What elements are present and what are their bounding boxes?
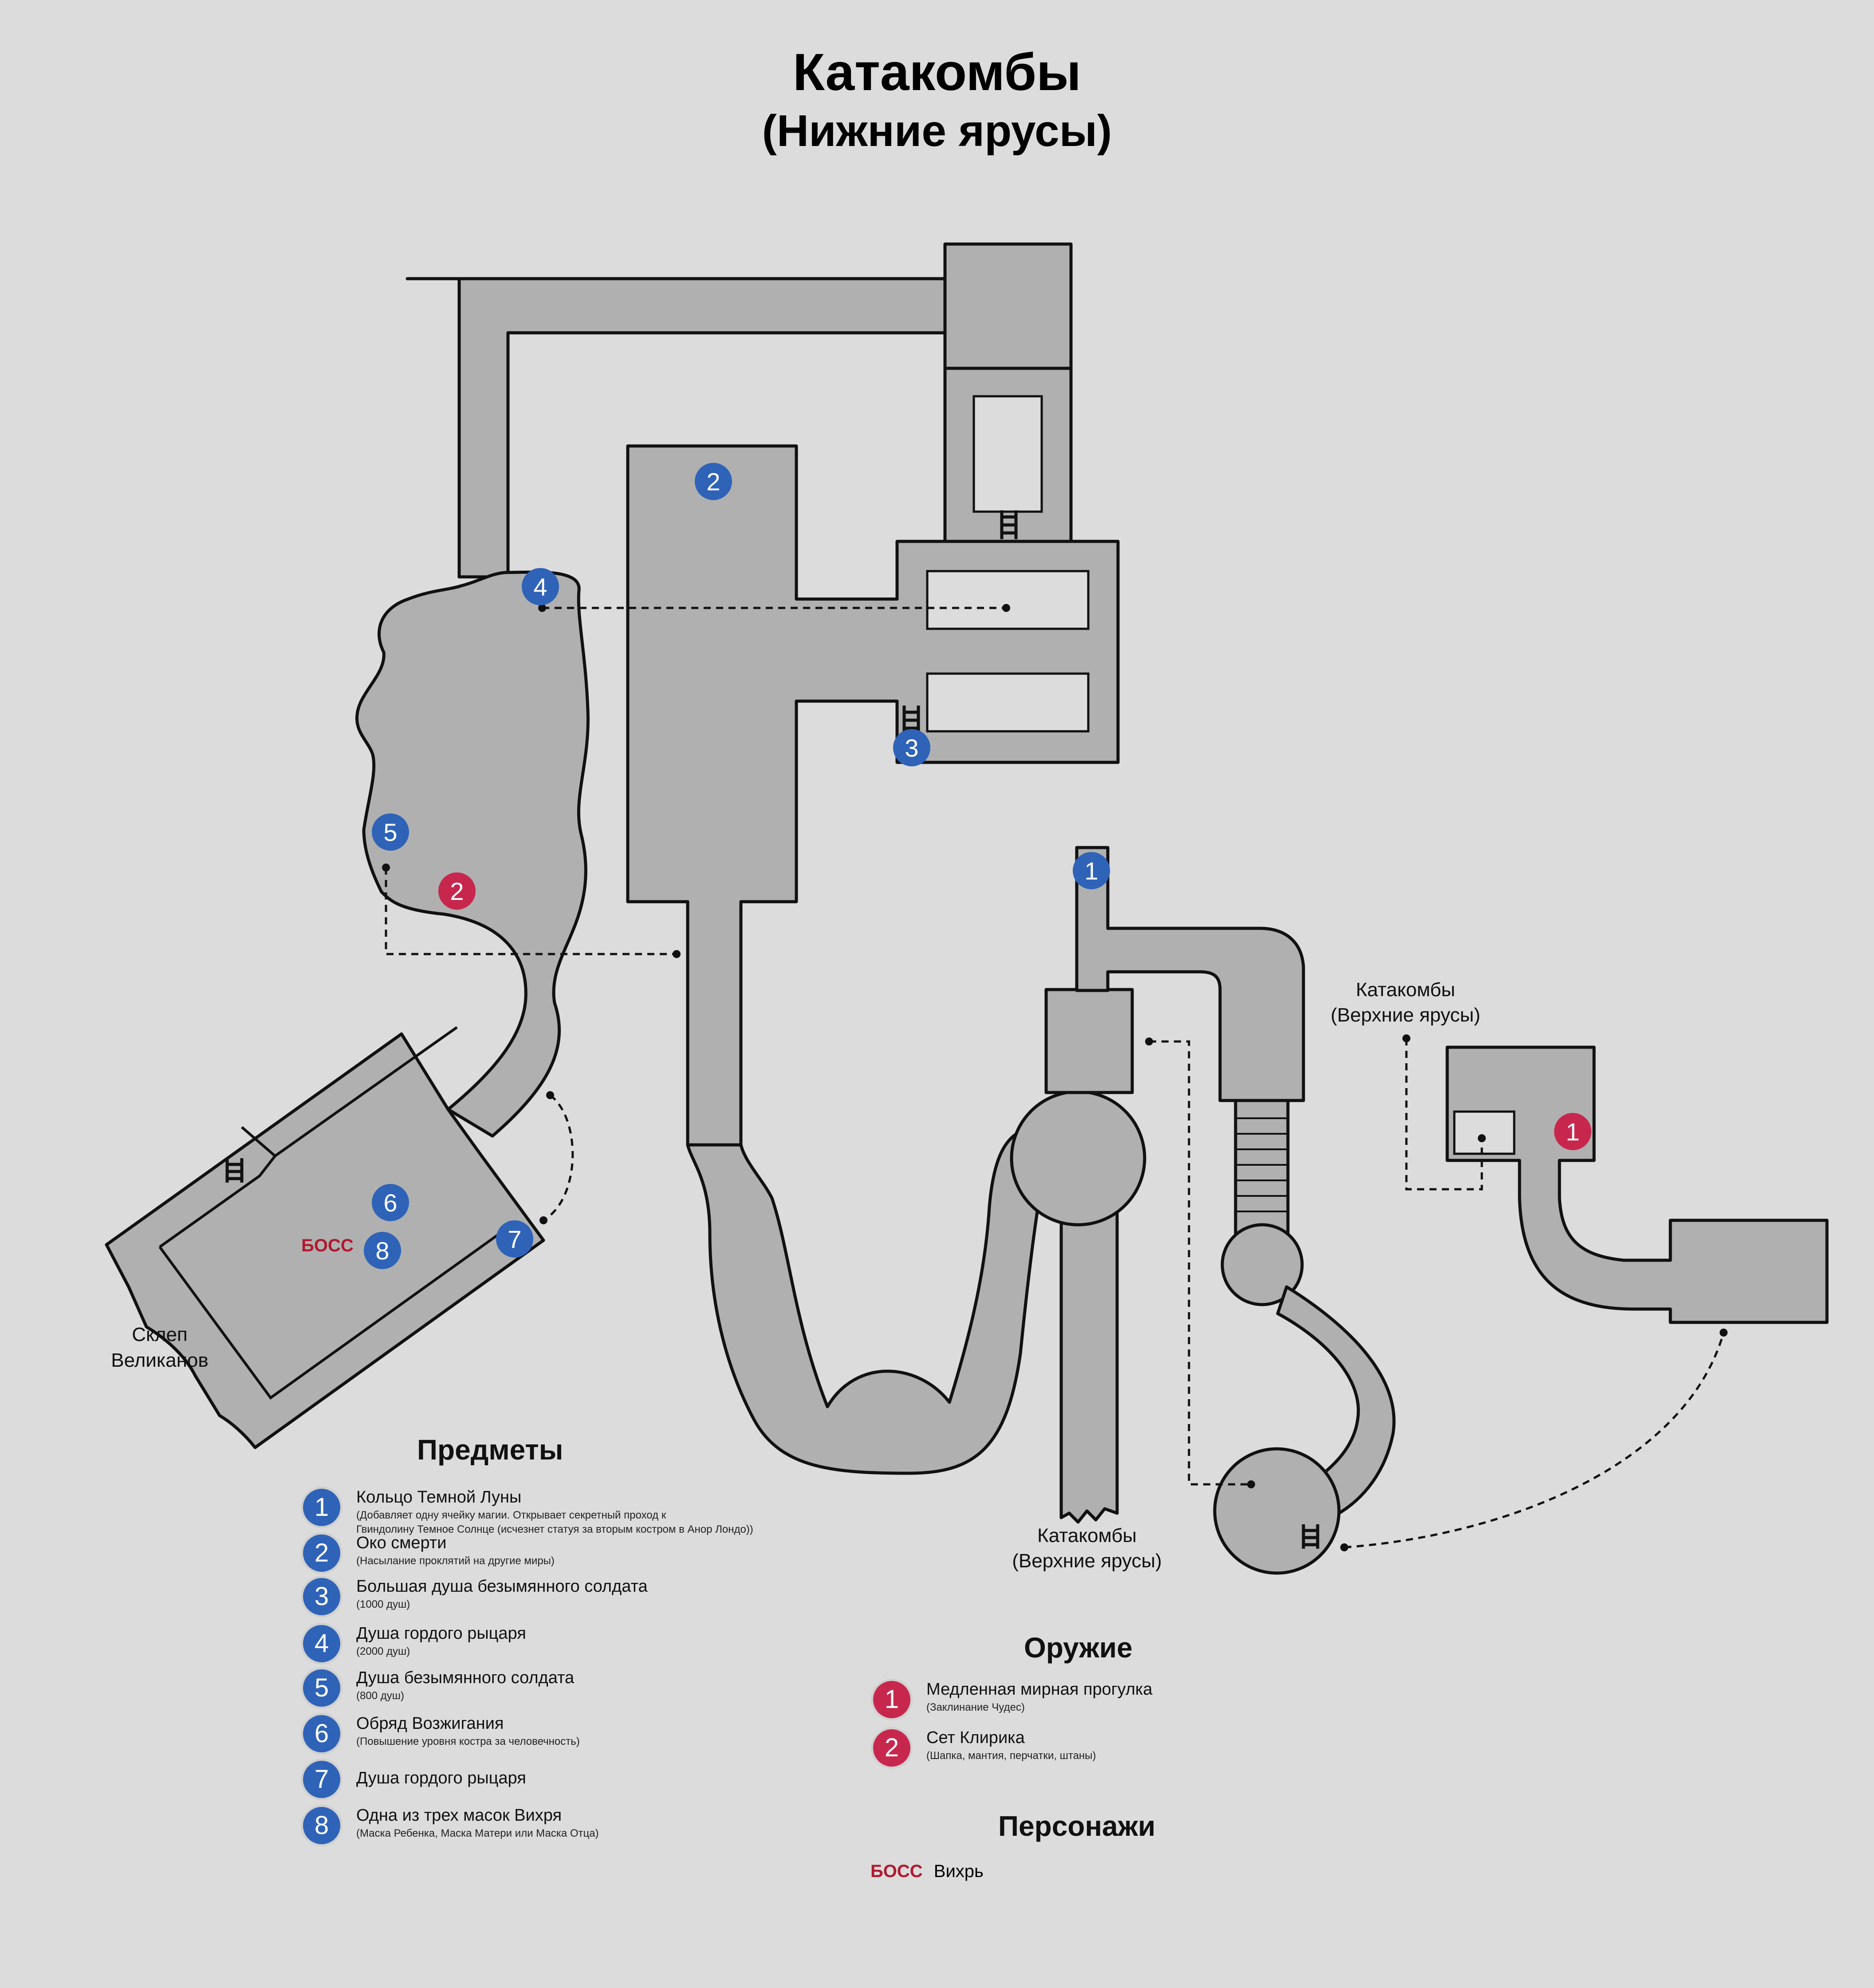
svg-text:8: 8 (375, 1237, 389, 1265)
legend-weapon-desc: (Заклинание Чудес) (926, 1701, 1025, 1713)
left-cave (355, 570, 590, 1138)
ladder-icon (225, 1158, 244, 1183)
legend-item-desc: (Добавляет одну ячейку магии. Открывает … (356, 1509, 753, 1535)
badge-icon: 1 (873, 1681, 910, 1718)
map-weapon-2: 2 (438, 872, 476, 910)
legend-item-title: Душа безымянного солдата (356, 1668, 575, 1687)
legend-weapon-title: Медленная мирная прогулка (926, 1680, 1153, 1699)
giants-tomb-label-2: Великанов (111, 1349, 208, 1371)
badge-icon: 8 (303, 1807, 340, 1844)
svg-text:2: 2 (706, 468, 720, 496)
upper-column (1044, 988, 1134, 1094)
right-room-window (1453, 1110, 1516, 1155)
upper-tiers-right-label: Катакомбы (1356, 979, 1455, 1001)
secret-link-bottom-right (1344, 1332, 1725, 1549)
items-heading: Предметы (417, 1434, 563, 1466)
central-hall (626, 444, 1120, 1147)
secret-link-round (1149, 1040, 1251, 1486)
descending-column (1059, 1196, 1119, 1524)
legend-item-title: Око смерти (356, 1534, 447, 1552)
lower-passage (686, 1125, 1049, 1475)
map-item-4: 4 (522, 568, 559, 605)
thin-passage (1075, 846, 1305, 1102)
badge-icon: 2 (873, 1729, 910, 1767)
characters-heading: Персонажи (998, 1810, 1156, 1842)
legend-item-desc: (1000 душ) (356, 1598, 410, 1610)
map-item-7: 7 (496, 1220, 533, 1258)
map-item-3: 3 (893, 729, 930, 766)
annex-room-a (926, 570, 1090, 630)
right-stair-corridor (1234, 1099, 1290, 1235)
boss-tag: БОСС (870, 1862, 923, 1881)
legend-item-title: Большая душа безымянного солдата (356, 1577, 648, 1596)
svg-text:4: 4 (533, 573, 547, 601)
svg-text:6: 6 (383, 1189, 397, 1217)
map-item-1: 1 (1073, 852, 1110, 889)
badge-icon: 5 (303, 1669, 340, 1707)
map-weapon-1: 1 (1554, 1113, 1591, 1150)
map-item-5: 5 (372, 813, 409, 851)
character-name: Вихрь (933, 1862, 984, 1881)
tomb-inner-wall (159, 1026, 458, 1248)
round-room (1010, 1090, 1146, 1227)
right-room (1445, 1045, 1829, 1324)
tower-window (972, 395, 1043, 513)
badge-icon: 2 (303, 1534, 340, 1572)
ladder-icon (1000, 510, 1018, 539)
svg-text:2: 2 (450, 877, 464, 905)
upper-tiers-right-label-2: (Верхние ярусы) (1331, 1004, 1480, 1026)
legend-item-desc: (Маска Ребенка, Маска Матери или Маска О… (356, 1827, 599, 1839)
legend-item-desc: (800 душ) (356, 1690, 404, 1702)
badge-icon: 4 (303, 1625, 340, 1662)
upper-tiers-bottom-label: Катакомбы (1037, 1525, 1137, 1546)
tower-top (943, 242, 1073, 370)
badge-icon: 1 (303, 1489, 340, 1526)
legend-item-title: Обряд Возжигания (356, 1714, 504, 1733)
legend-item-title: Кольцо Темной Луны (356, 1488, 522, 1507)
ladder-icon (902, 706, 920, 734)
badge-icon: 7 (303, 1761, 340, 1798)
svg-text:1: 1 (1084, 857, 1098, 885)
legend-item-title: Одна из трех масок Вихря (356, 1806, 562, 1825)
giants-tomb (105, 1032, 545, 1449)
legend-item-desc: (Повышение уровня костра за человечность… (356, 1736, 580, 1747)
small-round-room (1220, 1223, 1304, 1306)
secret-link-5 (385, 868, 677, 955)
svg-text:1: 1 (1566, 1118, 1579, 1146)
legend-weapon-desc: (Шапка, мантия, перчатки, штаны) (926, 1750, 1096, 1762)
page-subtitle: (Нижние ярусы) (762, 106, 1112, 156)
legend-item-desc: (2000 душ) (356, 1645, 410, 1657)
character-boss: БОСС Вихрь (870, 1862, 984, 1882)
svg-text:7: 7 (508, 1225, 521, 1253)
ladder-icon (1302, 1524, 1319, 1549)
map-item-2: 2 (695, 463, 732, 500)
lower-round-room (1213, 1447, 1341, 1575)
secret-link-7 (543, 1094, 574, 1222)
upper-tiers-bottom-label-2: (Верхние ярусы) (1012, 1550, 1162, 1572)
legend-item-desc: (Насылание проклятий на другие миры) (356, 1555, 555, 1567)
boss-map-label: БОСС (301, 1236, 354, 1255)
secret-link-right (1405, 1038, 1483, 1191)
annex-room-b (926, 672, 1090, 733)
legend-weapon-title: Сет Клирика (926, 1728, 1025, 1747)
map-item-6: 6 (372, 1184, 409, 1221)
giants-tomb-label: Склеп (132, 1324, 188, 1345)
badge-icon: 3 (303, 1578, 340, 1615)
legend-item-title: Душа гордого рыцаря (356, 1624, 526, 1643)
svg-text:5: 5 (383, 818, 397, 846)
page-title: Катакомбы (793, 43, 1081, 102)
svg-text:3: 3 (905, 734, 918, 762)
legend-item-title: Душа гордого рыцаря (356, 1769, 526, 1787)
badge-icon: 6 (303, 1715, 340, 1752)
weapons-heading: Оружие (1024, 1632, 1133, 1664)
map-item-8: 8 (364, 1232, 401, 1269)
